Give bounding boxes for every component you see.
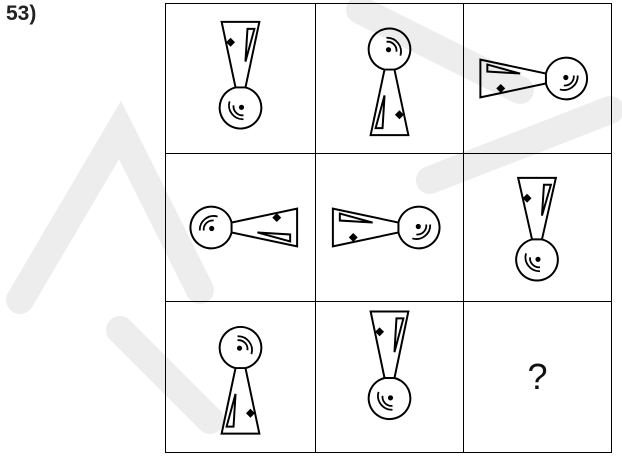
matrix-cell-r1c1: [166, 4, 316, 154]
matrix-cell-r3c3: ?: [464, 302, 611, 452]
keyhole-figure-icon: [316, 4, 463, 153]
matrix-cell-r1c3: [464, 4, 611, 154]
matrix-cell-r3c1: [166, 302, 316, 452]
question-number: 53): [6, 2, 36, 26]
matrix-cell-r3c2: [316, 302, 464, 452]
keyhole-figure-icon: [166, 302, 315, 452]
matrix-cell-r2c1: [166, 154, 316, 302]
keyhole-figure-icon: [464, 4, 611, 153]
matrix-cell-r1c2: [316, 4, 464, 154]
keyhole-figure-icon: [166, 154, 315, 301]
keyhole-figure-icon: [316, 302, 463, 452]
keyhole-figure-icon: [166, 4, 315, 153]
matrix-cell-r2c3: [464, 154, 611, 302]
missing-figure-question-mark: ?: [464, 302, 611, 452]
keyhole-figure-icon: [316, 154, 463, 301]
matrix-cell-r2c2: [316, 154, 464, 302]
figure-matrix: ?: [165, 3, 612, 453]
keyhole-figure-icon: [464, 154, 611, 301]
